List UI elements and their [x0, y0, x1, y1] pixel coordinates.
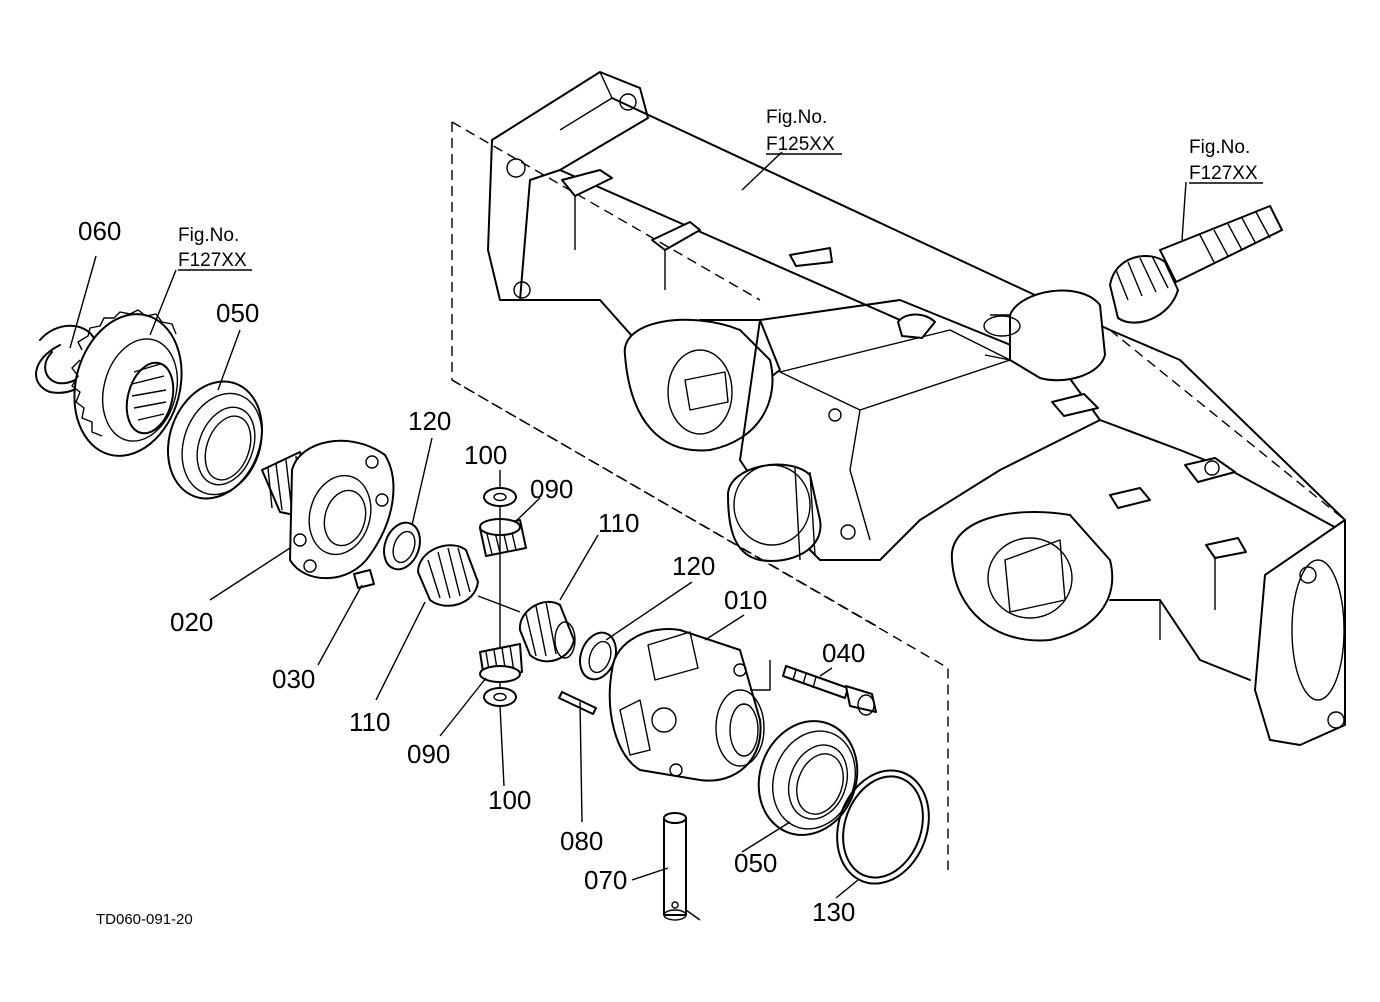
- leader-lines: [69, 151, 1187, 899]
- part-label-040: 040: [822, 638, 865, 668]
- part-label-050: 050: [216, 298, 259, 328]
- part-label-080: 080: [560, 826, 603, 856]
- part-100-washer-lower: [483, 687, 517, 707]
- part-050-bearing-right: [757, 720, 859, 836]
- assembly-frame: [451, 121, 1346, 870]
- part-130-o-ring: [836, 769, 930, 885]
- part-100-washer-upper: [483, 487, 517, 507]
- part-label-010: 010: [724, 585, 767, 615]
- part-label-090: 090: [407, 739, 450, 769]
- fig-ref-label: Fig.No.: [1189, 137, 1250, 158]
- part-label-100: 100: [488, 785, 531, 815]
- part-110-side-gear-left: [417, 544, 479, 607]
- part-020-diff-case-cover: [261, 439, 395, 580]
- fig-ref-label: Fig.No.: [178, 225, 239, 246]
- part-label-090: 090: [530, 474, 573, 504]
- part-label-060: 060: [78, 216, 121, 246]
- part-070-pinion-shaft: [663, 812, 701, 921]
- fig-ref-f127xx-right: Fig.No. F127XX: [1189, 137, 1263, 184]
- part-label-020: 020: [170, 607, 213, 637]
- part-030-pin: [353, 569, 375, 589]
- fig-ref-code: F125XX: [766, 134, 835, 155]
- part-080-spring-pin: [558, 691, 597, 715]
- part-010-diff-case: [608, 628, 771, 782]
- part-040-bolt: [782, 665, 877, 716]
- ring-gear: [71, 309, 183, 457]
- part-label-050: 050: [734, 848, 777, 878]
- part-110-side-gear-right: [518, 600, 576, 663]
- part-label-110: 110: [598, 508, 639, 538]
- part-120-washer-lower: [579, 631, 617, 681]
- part-label-130: 130: [812, 897, 855, 927]
- part-label-120: 120: [408, 406, 451, 436]
- part-label-120: 120: [672, 551, 715, 581]
- axle-housing: [487, 71, 1346, 746]
- fig-ref-f125xx: Fig.No. F125XX: [766, 107, 842, 155]
- part-label-070: 070: [584, 865, 627, 895]
- part-090-pinion-gear-upper: [479, 518, 527, 557]
- fig-ref-code: F127XX: [178, 250, 247, 271]
- fig-ref-code: F127XX: [1189, 163, 1258, 184]
- part-090-pinion-gear-lower: [479, 643, 523, 683]
- fig-ref-label: Fig.No.: [766, 107, 827, 128]
- part-label-100: 100: [464, 440, 507, 470]
- part-label-110: 110: [349, 707, 390, 737]
- pinion-shaft: [1109, 205, 1283, 324]
- drawing-code: TD060-091-20: [96, 911, 193, 928]
- part-120-washer-upper: [383, 521, 421, 571]
- part-label-030: 030: [272, 664, 315, 694]
- part-number-labels: 060 050 120 100 090 110 120 010 040 020 …: [78, 216, 865, 927]
- part-050-bearing-left: [166, 380, 264, 500]
- fig-ref-f127xx-left: Fig.No. F127XX: [178, 225, 252, 271]
